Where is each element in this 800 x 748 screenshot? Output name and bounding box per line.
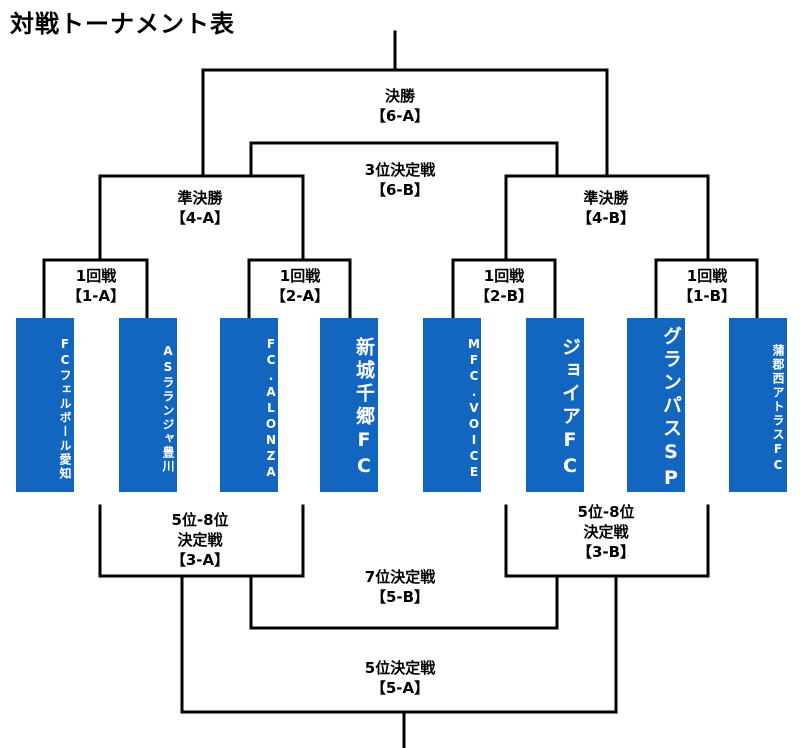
match-sub: 決定戦: [177, 531, 223, 549]
match-code: 【2-B】: [474, 287, 534, 305]
r1-1b-bracket: [654, 258, 759, 320]
match-code: 【6-A】: [370, 107, 430, 125]
r1-2a-label: 1回戦 【2-A】: [255, 266, 345, 306]
match-name: 5位-8位: [577, 503, 635, 521]
match-code: 【6-B】: [370, 181, 430, 199]
match-name: 1回戦: [279, 267, 321, 285]
match-code: 【1-B】: [677, 287, 737, 305]
match-code: 【2-A】: [270, 287, 330, 305]
match-code: 【1-A】: [66, 287, 126, 305]
fifth-label: 5位決定戦 【5-A】: [345, 658, 455, 698]
seventh-label: 7位決定戦 【5-B】: [345, 567, 455, 607]
team-box: FCフェルボール愛知: [16, 318, 74, 492]
match-code: 【4-B】: [576, 209, 636, 227]
match-name: 準決勝: [177, 189, 223, 207]
page-title: 対戦トーナメント表: [10, 10, 235, 38]
match-code: 【3-A】: [170, 551, 230, 569]
team-box: グランパスSP: [627, 318, 685, 492]
p58-a-label: 5位-8位 決定戦 【3-A】: [140, 510, 260, 570]
match-name: 5位決定戦: [364, 659, 436, 677]
match-name: 1回戦: [686, 267, 728, 285]
p58-b-bracket: [504, 504, 710, 578]
match-code: 【5-B】: [370, 588, 430, 606]
r1-2b-label: 1回戦 【2-B】: [459, 266, 549, 306]
seventh-bracket: [249, 574, 559, 630]
third-bracket: [249, 141, 559, 178]
semi-a-label: 準決勝 【4-A】: [150, 188, 250, 228]
match-name: 決勝: [384, 87, 415, 105]
match-code: 【5-A】: [370, 679, 430, 697]
p58-b-label: 5位-8位 決定戦 【3-B】: [546, 502, 666, 562]
r1-1a-label: 1回戦 【1-A】: [51, 266, 141, 306]
team-box: ジョイアFC: [526, 318, 584, 492]
match-name: 7位決定戦: [364, 568, 436, 586]
p58-a-bracket: [98, 504, 305, 578]
team-box: ASラランジャ豊川: [119, 318, 177, 492]
semi-b-bracket: [504, 174, 710, 262]
final-label: 決勝 【6-A】: [345, 86, 455, 126]
third-label: 3位決定戦 【6-B】: [345, 160, 455, 200]
match-code: 【3-B】: [576, 543, 636, 561]
r1-1b-label: 1回戦 【1-B】: [662, 266, 752, 306]
r1-2a-bracket: [247, 258, 352, 320]
semi-b-label: 準決勝 【4-B】: [556, 188, 656, 228]
team-box: MFC.VOICE: [423, 318, 481, 492]
team-box: 新城千郷FC: [320, 318, 378, 492]
match-name: 準決勝: [583, 189, 629, 207]
match-name: 5位-8位: [171, 511, 229, 529]
team-box: FC.ALONZA: [220, 318, 278, 492]
r1-1a-bracket: [42, 258, 149, 320]
r1-2b-bracket: [451, 258, 557, 320]
match-name: 1回戦: [483, 267, 525, 285]
semi-a-bracket: [98, 174, 305, 262]
match-name: 3位決定戦: [364, 161, 436, 179]
team-box: 蒲郡西アトラスFC: [729, 318, 787, 492]
match-code: 【4-A】: [170, 209, 230, 227]
match-sub: 決定戦: [583, 523, 629, 541]
final-bracket: [201, 68, 609, 178]
match-name: 1回戦: [75, 267, 117, 285]
fifth-bracket: [180, 574, 618, 714]
